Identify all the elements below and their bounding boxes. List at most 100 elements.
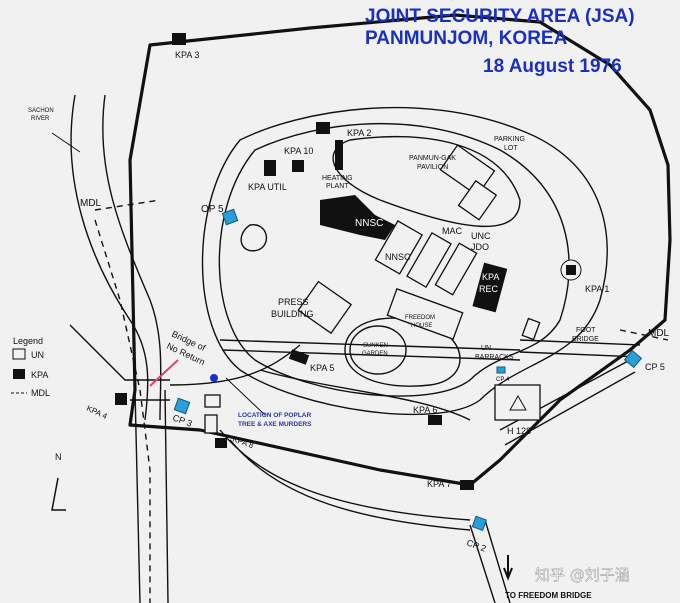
mdl-line-west [94,199,161,603]
kpa3-building [172,33,186,45]
label-parking-lot: PARKING [494,136,525,143]
sunken-garden [349,325,407,375]
label-op5: OP 5 [201,204,224,215]
main-loop-road [201,106,608,416]
label-un-barracks-2: BARRACKS [475,354,514,361]
mdl-line-east [619,329,669,341]
jsa-boundary [128,13,672,487]
label-kpa5: KPA 5 [310,363,334,373]
heating-plant [335,140,343,170]
inner-loop-road [218,122,570,397]
kpa4-building [115,393,127,405]
label-kpa2: KPA 2 [347,128,371,138]
legend-mdl-label: MDL [31,388,50,398]
legend: Legend UN KPA MDL [11,336,50,398]
river-bank [70,94,149,421]
cp5-marker [623,349,643,369]
kpa5-building [288,349,310,365]
label-parking-lot-2: LOT [504,145,518,152]
turnaround [240,224,268,252]
kpa6-building [428,415,442,425]
label-kpa4: KPA 4 [85,404,109,422]
label-sunken-garden-2: GARDEN [362,351,388,357]
label-cp5: CP 5 [645,362,665,372]
label-to-freedom-bridge: TO FREEDOM BRIDGE [505,591,592,600]
garden-loop [344,317,461,387]
label-cp3: CP 3 [171,412,193,428]
watermark: 知乎 @刘子涵 [535,566,630,584]
label-nnsc-main: NNSC [355,218,383,229]
nnsc-main-building [320,195,395,240]
legend-kpa-swatch [13,369,25,379]
label-heating-plant: HEATING [322,175,353,182]
label-sachon-river: SACHON [28,108,54,114]
label-jdo: JDO [471,242,489,252]
legend-un-swatch [12,348,26,360]
label-mdl-west: MDL [80,198,102,209]
label-sunken-garden: SUNKEN [363,343,388,349]
road-west [134,389,169,603]
kpa7-building [460,480,474,490]
label-kpa10: KPA 10 [284,146,313,156]
arrow-down-icon [503,555,513,581]
label-kpa3: KPA 3 [175,50,199,60]
map-title: JOINT SECURITY AREA (JSA) [365,6,635,27]
kpa-rec-building [472,262,508,313]
label-freedom-house: FREEDOM [405,315,435,321]
murder-site-marker [210,374,218,382]
label-pavilion: PANMUN-GAK [409,155,456,162]
kpa-util-building [264,160,276,176]
cp3-marker [173,397,191,415]
kpa-buildings [115,33,582,490]
road-south [219,429,471,531]
label-poplar-location: LOCATION OF POPLAR [238,412,311,419]
label-un-barracks: UN [481,345,491,352]
label-poplar-location-2: TREE & AXE MURDERS [238,421,312,428]
foot-bridge-road [219,339,521,361]
label-kpa1: KPA 1 [585,284,609,294]
label-heating-plant-2: PLANT [326,183,349,190]
map-subtitle: PANMUNJOM, KOREA [365,28,568,49]
label-mdl-east: MDL [648,328,670,339]
label-mac: MAC [442,226,463,236]
label-pavilion-2: PAVILION [417,164,448,171]
label-press: PRESS [278,297,309,307]
label-kpa6: KPA 6 [413,405,437,415]
label-kpa-util: KPA UTIL [248,182,287,192]
label-kpa-rec-2: REC [479,284,499,294]
label-freedom-house-2: HOUSE [411,323,432,329]
label-cp2: CP 2 [465,537,487,553]
label-kpa7: KPA 7 [427,479,451,489]
label-sachon-river-2: RIVER [31,116,50,122]
kpa10-building [292,160,304,172]
legend-un-label: UN [31,350,44,360]
kpa1-building [566,265,576,275]
poplar-arrow [225,377,266,416]
label-kpa-rec: KPA [482,272,499,282]
map-labels: KPA 3 KPA 2 KPA 10 KPA UTIL HEATING PLAN… [28,50,670,600]
river-bank [102,94,162,421]
river-pointer [51,132,81,153]
label-h128: H 128 [507,426,531,436]
label-cp4: CP 4 [496,377,510,383]
bridge-marker [149,359,179,387]
kpa8-building [215,438,227,448]
label-unc: UNC [471,231,491,241]
label-foot-bridge-2: BRIDGE [572,336,599,343]
road-freedom-bridge [469,519,511,603]
un-buildings [204,144,541,434]
legend-heading: Legend [13,336,43,346]
road-bridge [69,324,170,401]
north-arrow-icon [51,477,66,511]
legend-kpa-label: KPA [31,370,48,380]
label-nnsc-2: NNSC [385,252,411,262]
op5-marker [221,208,239,226]
pavilion-loop [332,135,521,227]
map-date: 18 August 1976 [483,56,622,77]
label-kpa8: KPA 8 [231,434,255,450]
cp2-marker [471,515,488,531]
cp4-marker [496,366,506,374]
kpa2-building [316,122,330,134]
